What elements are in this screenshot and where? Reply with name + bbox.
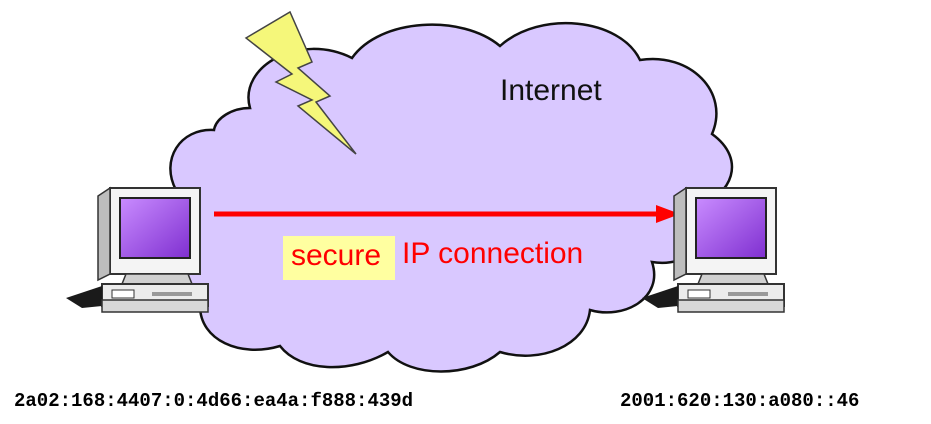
secure-highlight <box>283 236 395 280</box>
secure-label: secure <box>291 239 382 272</box>
ip-connection-label: IP connection <box>402 237 584 270</box>
left-host-address: 2a02:168:4407:0:4d66:ea4a:f888:439d <box>14 390 414 412</box>
internet-label: Internet <box>500 74 602 107</box>
left-computer-icon <box>66 186 209 313</box>
connection-arrow <box>214 205 680 223</box>
lightning-bolt-icon <box>244 10 357 155</box>
right-host-address: 2001:620:130:a080::46 <box>620 390 860 412</box>
internet-cloud <box>149 21 734 373</box>
right-computer-icon <box>642 186 785 313</box>
